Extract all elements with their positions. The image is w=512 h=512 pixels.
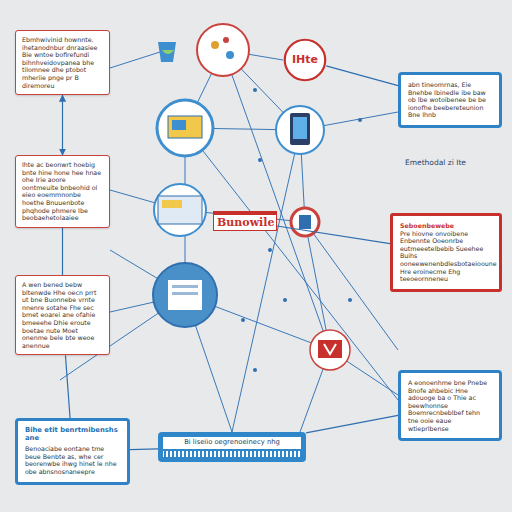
box-text: Bunowile	[217, 216, 273, 229]
box-text: A eonoenhme bne Pnebe Bnofe ahbebic Hne …	[408, 379, 492, 432]
connector-line	[277, 226, 390, 244]
box-heading: Bihe etit benrtmibenshs ane	[25, 427, 120, 442]
icon-circle	[153, 263, 217, 327]
leader-line	[110, 52, 160, 68]
icon-cup	[158, 42, 176, 62]
screen-icon	[158, 196, 202, 224]
box-text: IHte	[292, 56, 318, 64]
info-box: SeboenbewebePre hiovne onvoibene Enbennt…	[390, 213, 502, 292]
icon-detail	[318, 340, 342, 358]
icon-circle	[291, 208, 319, 236]
icon-circle	[276, 106, 324, 154]
connector-line	[62, 228, 63, 275]
connector-line	[65, 355, 70, 418]
leader-line	[232, 130, 300, 432]
junction-dot	[258, 158, 262, 162]
icon-circle	[197, 24, 249, 76]
icon-circle-a	[197, 24, 249, 76]
brand-tag: Bunowile	[213, 211, 277, 231]
phone-screen	[293, 117, 307, 139]
brand-circle: IHte	[283, 38, 327, 82]
icon-circle-e	[291, 208, 319, 236]
document-icon	[168, 116, 202, 138]
icon-circle-f	[153, 263, 217, 327]
connector-line	[62, 95, 63, 155]
document-line	[172, 285, 198, 288]
connector-line	[306, 415, 398, 432]
junction-dot	[253, 88, 257, 92]
icon-detail	[324, 344, 336, 354]
box-text: Benoaciabe eontane tme beue Benbte as, w…	[25, 445, 120, 475]
junction-dot	[253, 368, 257, 372]
junction-dot	[348, 298, 352, 302]
junction-dot	[241, 318, 245, 322]
note-box: A wen bened bebw bltenwde Hhe oecn prrt …	[15, 275, 110, 355]
note-box: Ebmhwivinid hownnte. ihetanodnbur dnraas…	[15, 30, 110, 95]
info-box: A eonoenhme bne Pnebe Bnofe ahbebic Hne …	[398, 370, 502, 441]
junction-dot	[268, 248, 272, 252]
icon-dot	[226, 51, 234, 59]
network-lines	[60, 50, 398, 432]
circle-outline	[285, 40, 325, 80]
leader-line	[305, 222, 398, 350]
icon-circle-d	[154, 184, 206, 236]
barcode-strip	[163, 451, 301, 457]
box-text: Pre hiovne onvoibene Enbennte Ooeonrbe e…	[400, 230, 492, 283]
icon-circle-c	[276, 106, 324, 154]
icon-dot	[223, 37, 229, 43]
box-text: Ebmhwivinid hownnte. ihetanodnbur dnraas…	[22, 36, 103, 89]
icon-circle	[157, 100, 213, 156]
icon-dot	[211, 41, 219, 49]
info-box: Bihe etit benrtmibenshs aneBenoaciabe eo…	[15, 418, 130, 485]
icon-circle-g	[310, 330, 350, 370]
cup-icon	[158, 42, 176, 62]
junction-dot	[358, 118, 362, 122]
icon-detail	[299, 215, 311, 229]
connector-line	[326, 66, 398, 86]
connector-line	[130, 448, 158, 450]
cup-leaf	[162, 50, 174, 54]
note-box: Ihte ac beonwrt hoebig bnte hine hone he…	[15, 155, 110, 228]
document-icon	[172, 120, 186, 130]
box-text: Ihte ac beonwrt hoebig bnte hine hone he…	[22, 161, 103, 222]
floating-label: Emethodal zi Ite	[405, 158, 466, 167]
box-text: A wen bened bebw bltenwde Hhe oecn prrt …	[22, 281, 103, 349]
phone-icon	[290, 113, 310, 145]
icon-circle-b	[157, 100, 213, 156]
box-text: Bi liseiio oegrenoeinecy nhg	[163, 437, 301, 449]
screen-detail	[162, 200, 182, 208]
junction-dot	[283, 298, 287, 302]
banner-box: Bi liseiio oegrenoeinecy nhg	[158, 432, 306, 462]
leader-line	[223, 50, 330, 350]
info-box: abn tineomrnas, Eie Bnehbe Ibinedle ibe …	[398, 72, 502, 128]
box-text: abn tineomrnas, Eie Bnehbe Ibinedle ibe …	[408, 81, 492, 119]
icon-circle	[154, 184, 206, 236]
icon-circle	[310, 330, 350, 370]
document-icon	[168, 280, 202, 310]
document-line	[172, 292, 198, 295]
box-heading: Seboenbewebe	[400, 222, 492, 230]
